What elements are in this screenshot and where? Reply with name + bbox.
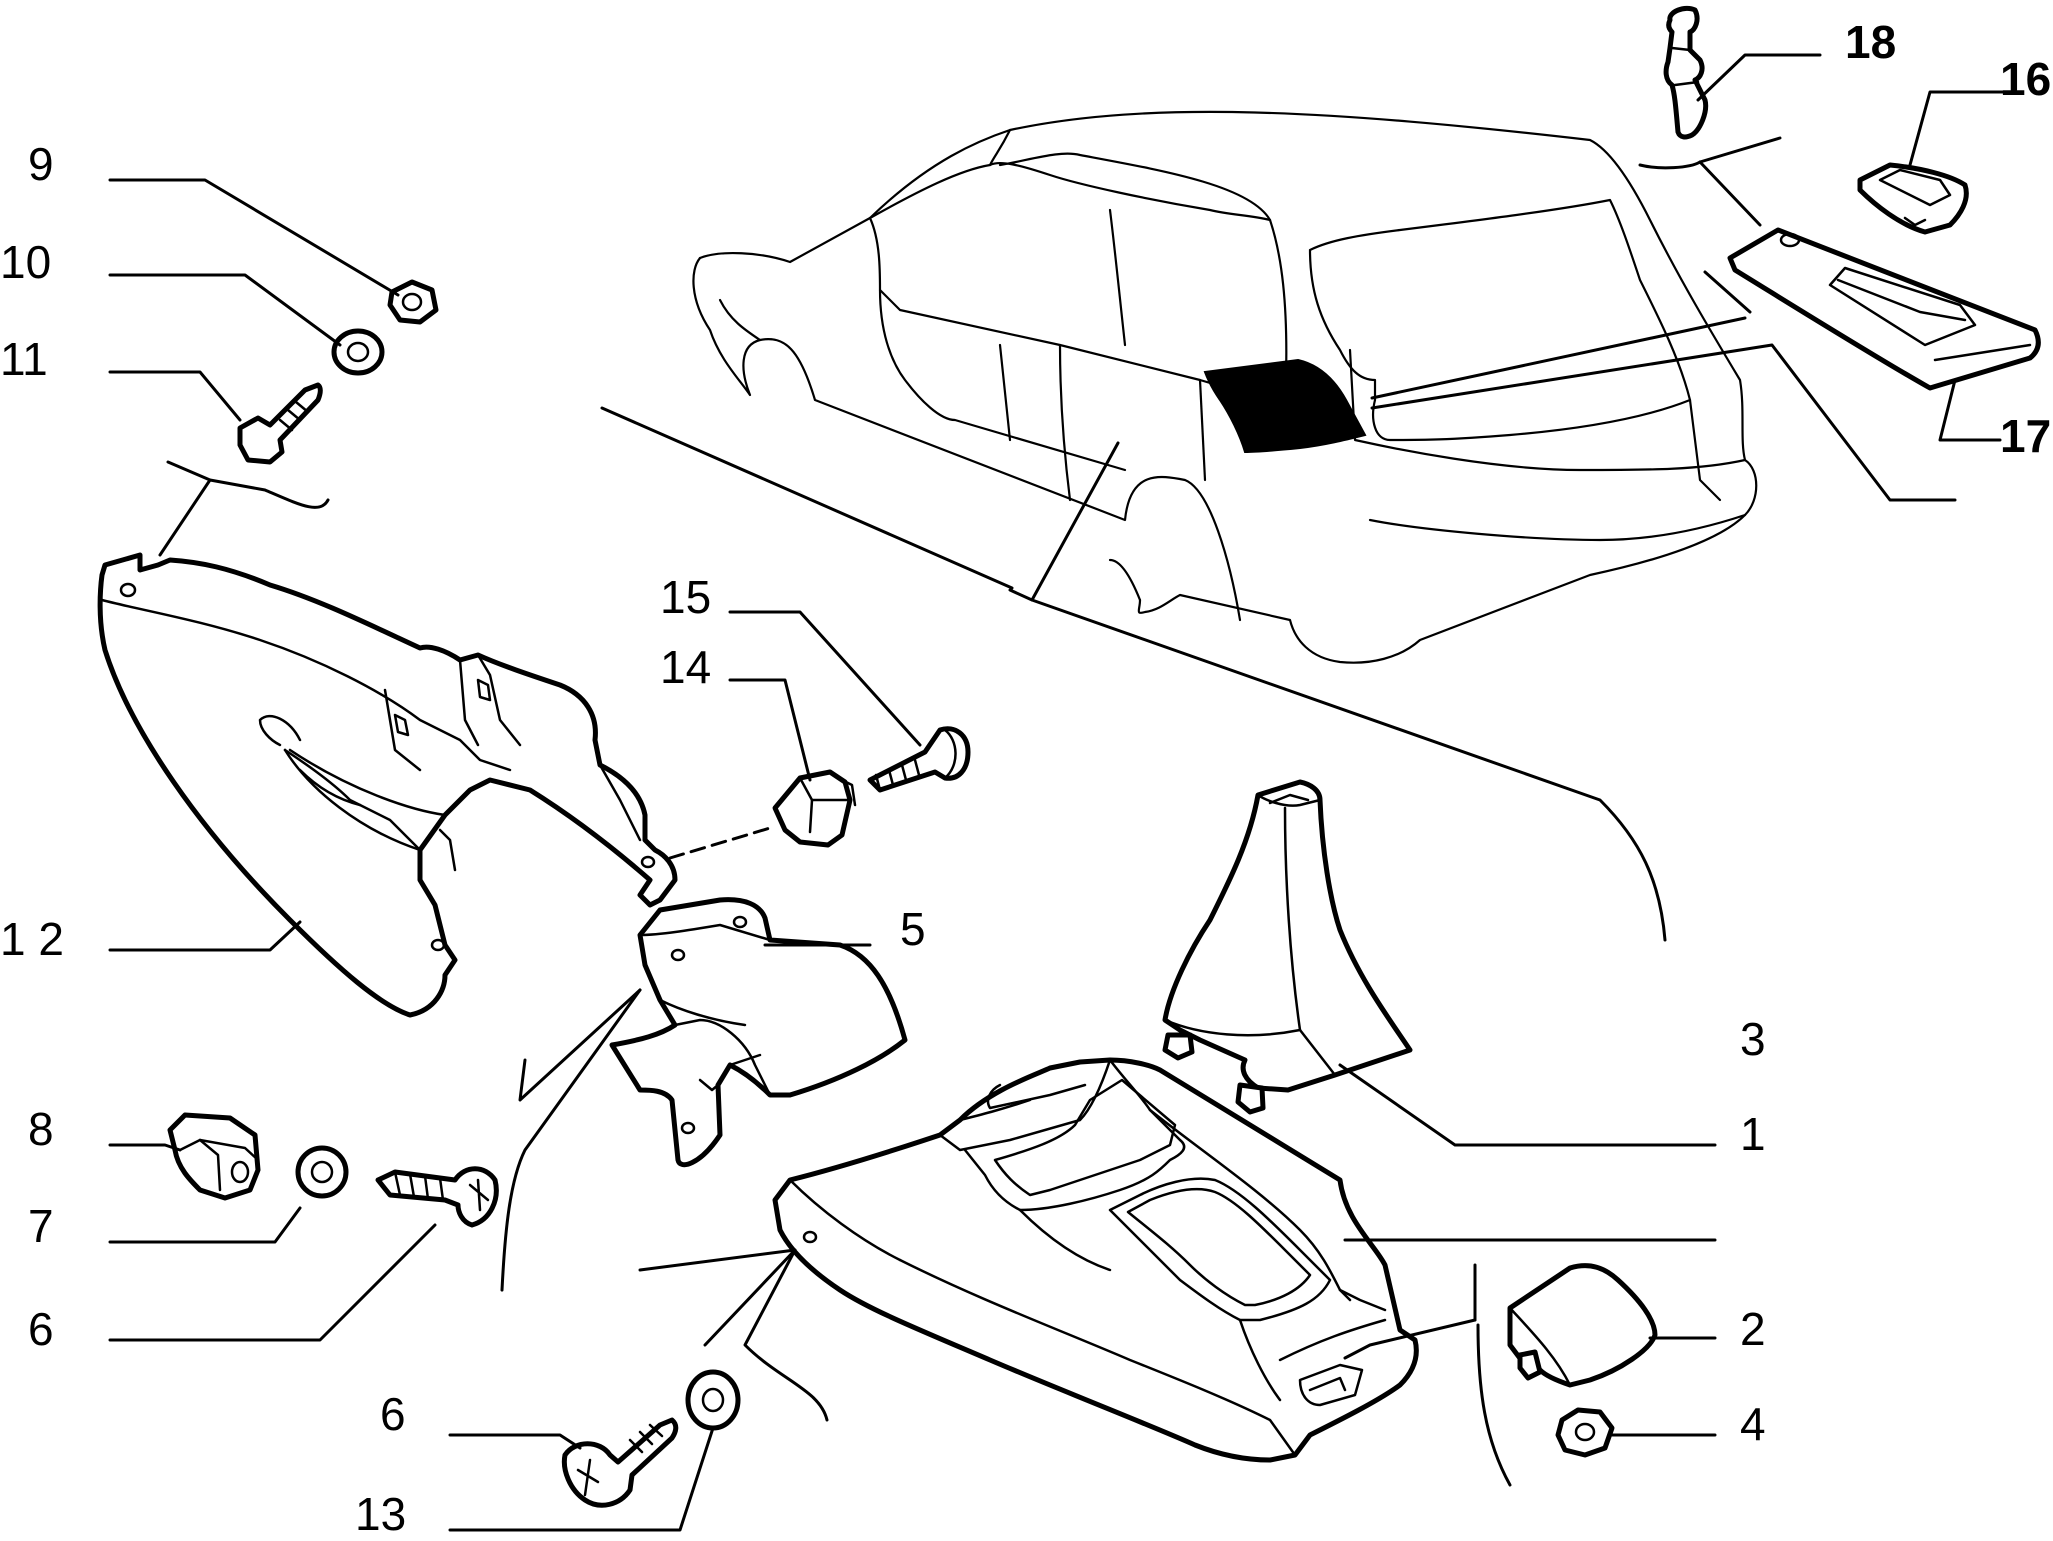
label-17: 17	[2000, 410, 2051, 462]
label-14: 14	[660, 641, 711, 693]
label-6-lower: 6	[380, 1388, 406, 1440]
label-18: 18	[1845, 16, 1896, 68]
part-3-leader	[1338, 1063, 1717, 1147]
label-7: 7	[28, 1200, 54, 1252]
part-6-screw-upper	[375, 1166, 499, 1228]
part-9-nut	[387, 279, 439, 325]
part-1-console	[772, 1057, 1419, 1463]
label-11: 11	[0, 333, 48, 385]
part-5-bracket	[609, 897, 908, 1168]
part-8-clip	[167, 1112, 261, 1201]
label-10: 10	[0, 236, 51, 288]
part-12-cover	[97, 552, 678, 1018]
part-16-cap	[1857, 162, 1969, 235]
label-1: 1	[1740, 1108, 1766, 1160]
part-12-leader	[108, 920, 302, 952]
label-3: 3	[1740, 1013, 1766, 1065]
part-15-screw	[867, 726, 971, 793]
parts-16-18-leaders	[1638, 53, 2007, 442]
parts-14-15-leaders	[668, 610, 922, 860]
label-6-upper: 6	[28, 1303, 54, 1355]
parts-6-13-leaders	[448, 1426, 715, 1532]
part-11-bolt	[237, 382, 323, 465]
label-2: 2	[1740, 1303, 1766, 1355]
label-15: 15	[660, 571, 711, 623]
part-3-boot	[1162, 779, 1413, 1115]
part-2-cap	[1507, 1263, 1658, 1388]
part-18-pin	[1663, 5, 1709, 140]
part-1-leaders	[638, 1238, 1717, 1487]
part-13-washer	[685, 1369, 741, 1431]
callout-labels: 1 2 3 4 5 6 6 7 8 9 10 11 1 2 13 14 15 1…	[0, 16, 2051, 1540]
label-8: 8	[28, 1103, 54, 1155]
parts-2-4-leaders	[1610, 1336, 1717, 1437]
label-9: 9	[28, 138, 54, 190]
part-6-screw-lower	[561, 1417, 679, 1508]
car-body-outline	[692, 110, 1758, 664]
label-4: 4	[1740, 1398, 1766, 1450]
car-highlight-area	[1203, 358, 1367, 454]
part-10-washer	[331, 328, 385, 376]
parts-6-8-leaders	[108, 1143, 437, 1342]
label-5: 5	[900, 903, 926, 955]
part-5-leaders	[500, 943, 872, 1292]
part-14-clip	[772, 769, 857, 848]
part-17-tray	[1727, 227, 2041, 391]
part-7-washer	[295, 1145, 349, 1199]
part-4-nut	[1555, 1407, 1615, 1458]
label-12: 1 2	[0, 913, 64, 965]
parts-9-11-leaders	[108, 178, 400, 557]
label-13: 13	[355, 1488, 406, 1536]
car-leader-lines	[600, 316, 1957, 942]
label-16: 16	[2000, 53, 2051, 105]
